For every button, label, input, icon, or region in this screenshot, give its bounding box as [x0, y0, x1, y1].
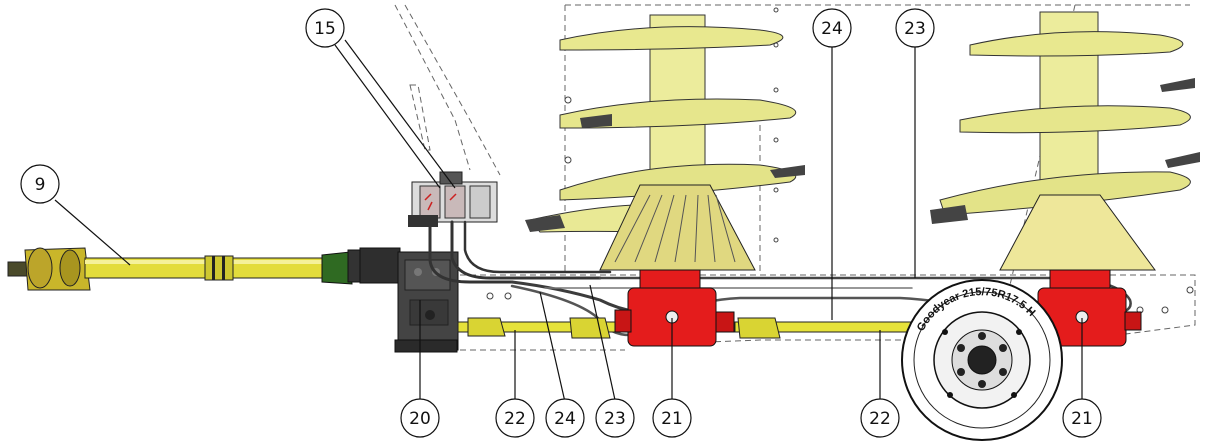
- svg-text:21: 21: [661, 409, 683, 429]
- main-gearbox: [359, 247, 459, 353]
- callout-22-left: 22: [495, 398, 535, 438]
- callout-20: 20: [400, 398, 440, 438]
- svg-text:9: 9: [35, 175, 46, 195]
- svg-text:22: 22: [504, 409, 526, 429]
- right-auger: [930, 11, 1200, 271]
- svg-text:21: 21: [1071, 409, 1093, 429]
- leader-15b: [344, 39, 456, 189]
- svg-text:24: 24: [821, 19, 843, 39]
- callout-21-right: 21: [1062, 398, 1102, 438]
- svg-text:24: 24: [554, 409, 576, 429]
- leader-24-bottom: [539, 291, 566, 403]
- left-auger: [525, 14, 805, 271]
- callout-24-top: 24: [812, 8, 852, 48]
- leader-23-bottom: [589, 284, 616, 401]
- auger-gearbox-left: [614, 269, 735, 347]
- hydraulic-valve-block: [408, 171, 498, 227]
- callout-22-right: 22: [860, 398, 900, 438]
- pto-shaft: [7, 247, 365, 291]
- callout-23-bottom: 23: [595, 398, 635, 438]
- svg-text:22: 22: [869, 409, 891, 429]
- callout-9: 9: [20, 164, 60, 204]
- svg-text:23: 23: [604, 409, 626, 429]
- trailer-wheel: Goodyear 215/75R17.5 H: [901, 279, 1063, 441]
- callout-23-top: 23: [895, 8, 935, 48]
- callout-24-bottom: 24: [545, 398, 585, 438]
- callout-leaders: [54, 39, 1083, 403]
- auger-gearbox-right: [1037, 269, 1142, 347]
- svg-text:23: 23: [904, 19, 926, 39]
- svg-text:15: 15: [314, 19, 336, 39]
- leader-15a: [334, 44, 441, 189]
- svg-text:20: 20: [409, 409, 431, 429]
- leader-9: [54, 199, 131, 266]
- drive-shaft-left: [457, 317, 629, 339]
- callout-21-left: 21: [652, 398, 692, 438]
- callout-15: 15: [305, 8, 345, 48]
